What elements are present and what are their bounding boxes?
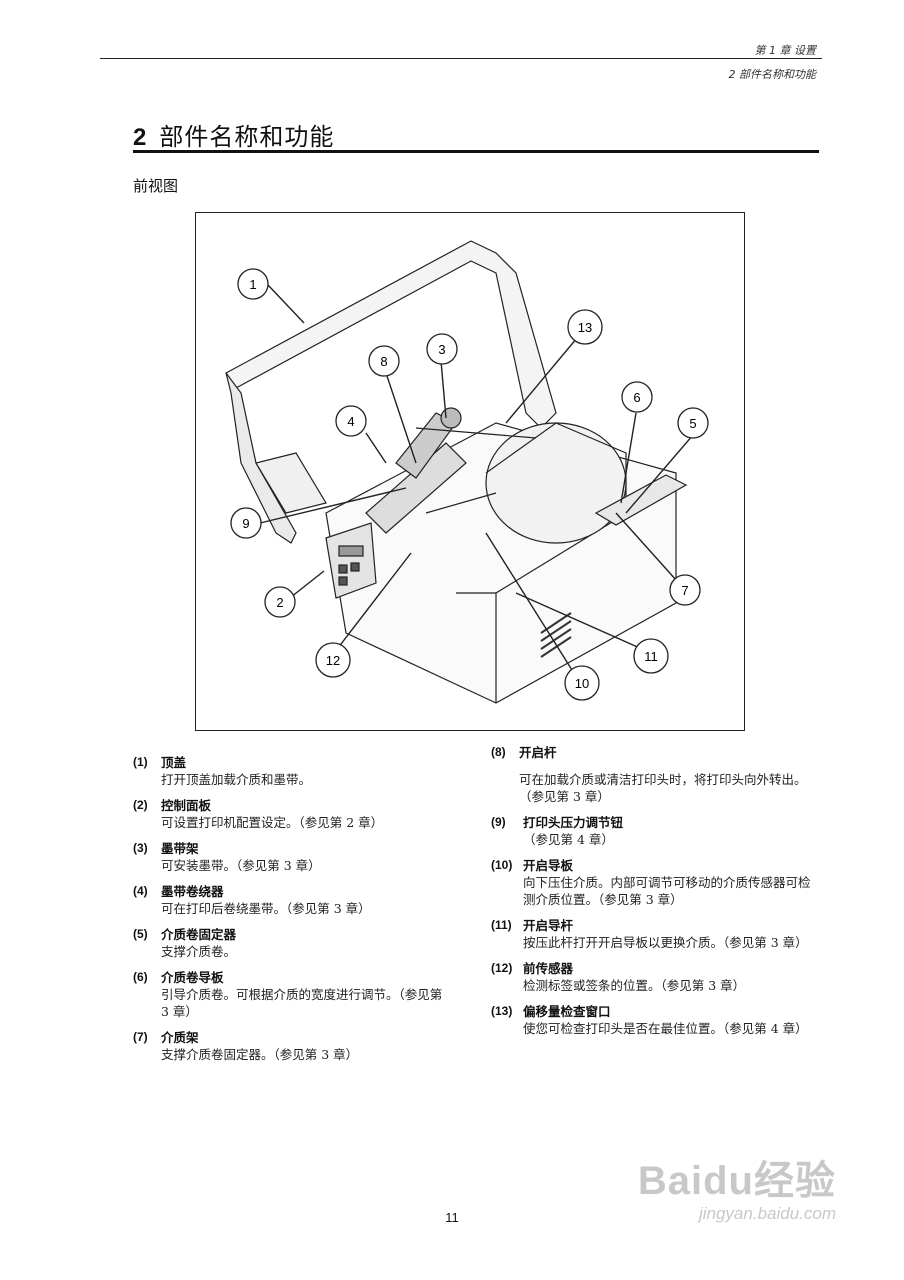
callout-12: 12 (315, 642, 351, 678)
part-number: (6) (133, 970, 148, 984)
part-number: (4) (133, 884, 148, 898)
svg-text:8: 8 (380, 354, 387, 369)
callout-3: 3 (426, 333, 458, 365)
page-title: 2 部件名称和功能 (133, 117, 334, 152)
part-item-5: (5) 介质卷固定器支撑介质卷。 (133, 926, 451, 960)
printer-front-view-figure: 1 2 3 4 5 6 7 8 9 10 11 12 13 (195, 212, 745, 731)
svg-text:13: 13 (578, 320, 592, 335)
callout-circles: 1 2 3 4 5 6 7 8 9 10 11 12 13 (230, 268, 709, 701)
svg-text:9: 9 (242, 516, 249, 531)
part-description: 支撑介质卷。 (161, 944, 237, 959)
part-number: (11) (491, 918, 512, 932)
callout-4: 4 (335, 405, 367, 437)
printer-illustration: 1 2 3 4 5 6 7 8 9 10 11 12 13 (225, 240, 709, 704)
callout-5: 5 (677, 407, 709, 439)
part-item-6: (6) 介质卷导板引导介质卷。可根据介质的宽度进行调节。（参见第 3 章） (133, 969, 451, 1020)
part-number: (5) (133, 927, 148, 941)
part-description: 可安装墨带。（参见第 3 章） (161, 858, 321, 873)
callout-9: 9 (230, 507, 262, 539)
watermark-url: jingyan.baidu.com (698, 1204, 836, 1223)
title-number: 2 (133, 124, 148, 151)
part-name: 开启导杆 (523, 918, 574, 933)
part-name: 介质卷导板 (161, 970, 224, 985)
running-header-section: 2 部件名称和功能 (728, 68, 817, 81)
part-name: 顶盖 (161, 755, 187, 770)
part-name: 墨带架 (161, 841, 199, 856)
svg-text:6: 6 (633, 390, 640, 405)
part-item-9: (9) 打印头压力调节钮 （参见第 4 章） (491, 814, 821, 848)
part-description: 打开顶盖加载介质和墨带。 (161, 772, 312, 787)
running-header-chapter: 第 1 章 设置 (754, 44, 817, 57)
part-item-13: (13) 偏移量检查窗口使您可检查打印头是否在最佳位置。（参见第 4 章） (491, 1003, 821, 1037)
part-description: 引导介质卷。可根据介质的宽度进行调节。（参见第 3 章） (161, 987, 443, 1019)
page-number: 11 (445, 1210, 459, 1225)
part-name: 前传感器 (523, 961, 574, 976)
callout-6: 6 (621, 381, 653, 413)
part-description: 支撑介质卷固定器。（参见第 3 章） (161, 1047, 359, 1062)
part-name: 开启杆 (519, 745, 557, 760)
part-item-2: (2) 控制面板可设置打印机配置设定。（参见第 2 章） (133, 797, 451, 831)
svg-text:1: 1 (249, 277, 256, 292)
part-number: (12) (491, 961, 513, 975)
callout-8: 8 (368, 345, 400, 377)
part-item-12: (12) 前传感器检测标签或签条的位置。（参见第 3 章） (491, 960, 821, 994)
part-name: 介质卷固定器 (161, 927, 237, 942)
part-number: (10) (491, 858, 513, 872)
part-name: 打印头压力调节钮 (523, 815, 624, 830)
callout-2: 2 (264, 586, 296, 618)
watermark-logo: Baidu经验 (637, 1159, 836, 1203)
part-item-3: (3) 墨带架可安装墨带。（参见第 3 章） (133, 840, 451, 874)
part-name: 墨带卷绕器 (161, 884, 224, 899)
title-rule (133, 150, 819, 153)
callout-10: 10 (564, 665, 600, 701)
part-description: 检测标签或签条的位置。（参见第 3 章） (523, 978, 746, 993)
part-description: 按压此杆打开开启导板以更换介质。（参见第 3 章） (523, 935, 808, 950)
part-number: (1) (133, 755, 148, 769)
part-description: （参见第 4 章） (523, 832, 614, 847)
part-item-4: (4) 墨带卷绕器可在打印后卷绕墨带。（参见第 3 章） (133, 883, 451, 917)
svg-text:10: 10 (575, 676, 589, 691)
parts-list-left: (1) 顶盖打开顶盖加载介质和墨带。 (2) 控制面板可设置打印机配置设定。（参见第… (133, 754, 451, 1072)
part-description: 使您可检查打印头是否在最佳位置。（参见第 4 章） (523, 1021, 808, 1036)
callout-13: 13 (567, 309, 603, 345)
svg-text:3: 3 (438, 342, 445, 357)
part-item-1: (1) 顶盖打开顶盖加载介质和墨带。 (133, 754, 451, 788)
part-description: 可在打印后卷绕墨带。（参见第 3 章） (161, 901, 371, 916)
svg-text:11: 11 (644, 649, 658, 664)
part-item-8: (8) 开启杆可在加载介质或清洁打印头时，将打印头向外转出。（参见第 3 章） (491, 744, 821, 805)
part-description: 可在加载介质或清洁打印头时，将打印头向外转出。（参见第 3 章） (519, 772, 807, 804)
part-number: (3) (133, 841, 148, 855)
part-name: 介质架 (161, 1030, 199, 1045)
part-description: 可设置打印机配置设定。（参见第 2 章） (161, 815, 384, 830)
callout-11: 11 (633, 638, 669, 674)
part-number: (7) (133, 1030, 148, 1044)
part-name: 开启导板 (523, 858, 574, 873)
part-number: (2) (133, 798, 148, 812)
svg-text:7: 7 (681, 583, 688, 598)
part-number: (8) (491, 745, 506, 759)
callout-7: 7 (669, 574, 701, 606)
svg-text:5: 5 (689, 416, 696, 431)
svg-text:2: 2 (276, 595, 283, 610)
part-description: 向下压住介质。内部可调节可移动的介质传感器可检测介质位置。（参见第 3 章） (523, 875, 811, 907)
part-item-7: (7) 介质架支撑介质卷固定器。（参见第 3 章） (133, 1029, 451, 1063)
parts-list-right: (8) 开启杆可在加载介质或清洁打印头时，将打印头向外转出。（参见第 3 章） (… (491, 744, 821, 1046)
part-item-10: (10) 开启导板向下压住介质。内部可调节可移动的介质传感器可检测介质位置。（参见… (491, 857, 821, 908)
part-number: (13) (491, 1004, 513, 1018)
svg-text:12: 12 (326, 653, 340, 668)
front-view-heading: 前视图 (133, 177, 179, 195)
part-item-11: (11) 开启导杆按压此杆打开开启导板以更换介质。（参见第 3 章） (491, 917, 821, 951)
part-name: 偏移量检查窗口 (523, 1004, 611, 1019)
header-rule (100, 58, 822, 59)
svg-text:4: 4 (347, 414, 354, 429)
part-number: (9) (491, 815, 506, 829)
title-text: 部件名称和功能 (159, 123, 335, 151)
part-name: 控制面板 (161, 798, 212, 813)
watermark: Baidu经验 jingyan.baidu.com (638, 1148, 836, 1224)
callout-1: 1 (237, 268, 269, 300)
